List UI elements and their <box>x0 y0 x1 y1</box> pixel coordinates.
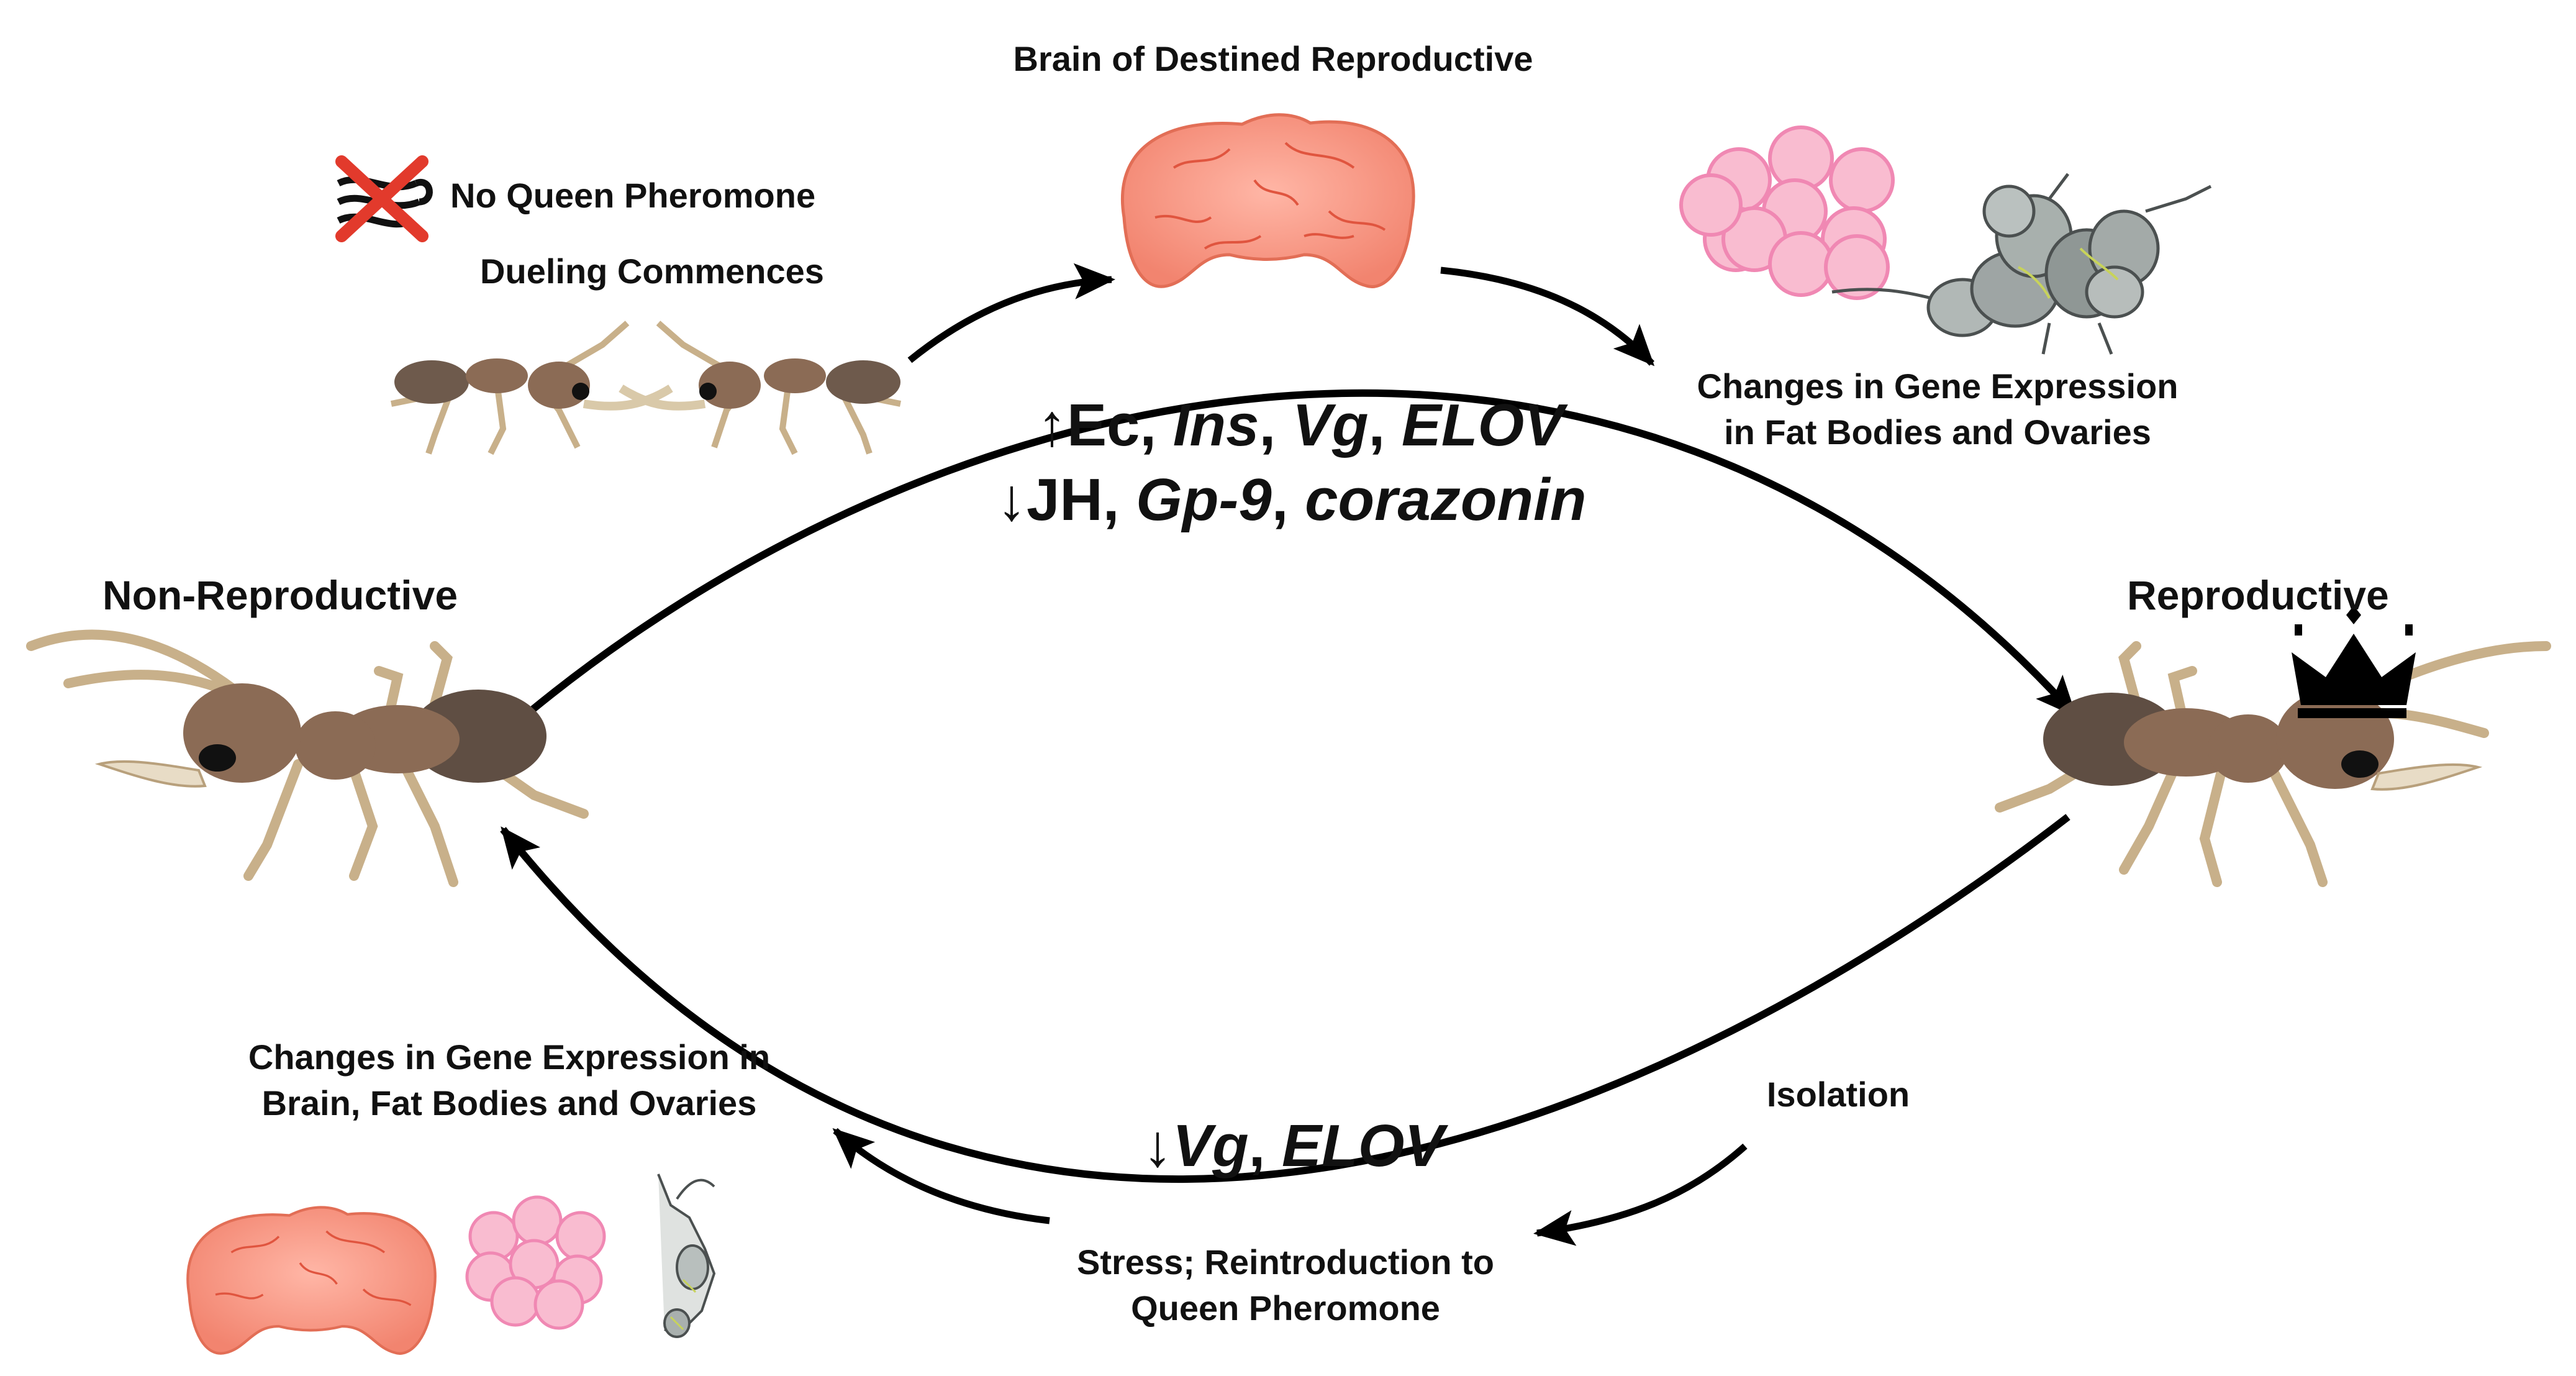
label-stress-line2: Queen Pheromone <box>1131 1288 1440 1328</box>
gene-upregulated: ↑Ec, Ins, Vg, ELOV <box>1037 391 1564 460</box>
separator: , <box>1140 392 1173 458</box>
down-arrow: ↓ <box>997 467 1027 533</box>
gene-downregulated-bottom: ↓Vg, ELOV <box>1143 1112 1444 1180</box>
gene-downregulated-top: ↓JH, Gp-9, corazonin <box>997 466 1586 534</box>
eggs-illustration-top <box>1679 125 1895 300</box>
label-brain-destined: Brain of Destined Reproductive <box>1013 39 1533 78</box>
ovary-illustration-top <box>1831 173 2212 355</box>
gene-gp9: Gp-9 <box>1136 467 1272 533</box>
label-changes-top: Changes in Gene Expression in Fat Bodies… <box>1664 363 2211 455</box>
gene-vg-bottom: Vg <box>1172 1113 1249 1179</box>
no-pheromone-icon <box>335 155 433 242</box>
label-isolation: Isolation <box>1766 1075 1910 1114</box>
brain-illustration-top <box>1121 113 1415 288</box>
arrow-from-brain <box>1440 267 1655 367</box>
separator: , <box>1368 392 1402 458</box>
arc-lower <box>500 814 2070 1183</box>
label-changes-top-line1: Changes in Gene Expression <box>1697 367 2179 406</box>
label-changes-bottom: Changes in Gene Expression in Brain, Fat… <box>224 1034 795 1126</box>
ant-reproductive <box>1995 641 2551 887</box>
arc-upper <box>513 389 2077 727</box>
label-dueling: Dueling Commences <box>480 252 824 291</box>
eggs-illustration-bottom <box>465 1195 606 1330</box>
arrow-isolation <box>1533 1143 1748 1246</box>
gene-elov: ELOV <box>1401 392 1564 458</box>
label-no-queen-pheromone: No Queen Pheromone <box>450 176 816 215</box>
separator: , <box>1259 392 1292 458</box>
label-stress-line1: Stress; Reintroduction to <box>1076 1242 1495 1282</box>
label-changes-top-line2: in Fat Bodies and Ovaries <box>1724 412 2151 452</box>
arrow-stress <box>832 1128 1050 1224</box>
gene-elov-bottom: ELOV <box>1282 1113 1444 1179</box>
dueling-ant-right <box>619 321 901 455</box>
dueling-ant-left <box>391 321 673 455</box>
separator: , <box>1271 467 1305 533</box>
label-non-reproductive: Non-Reproductive <box>102 572 458 618</box>
arrow-to-brain <box>907 263 1115 363</box>
gene-ec: Ec <box>1067 392 1140 458</box>
gene-ins: Ins <box>1172 392 1259 458</box>
label-stress: Stress; Reintroduction to Queen Pheromon… <box>1031 1239 1540 1331</box>
up-arrow: ↑ <box>1037 392 1067 458</box>
ant-non-reproductive <box>26 629 589 887</box>
gene-jh: JH <box>1027 467 1103 533</box>
separator: , <box>1102 467 1136 533</box>
separator: , <box>1248 1113 1282 1179</box>
gene-corazonin: corazonin <box>1305 467 1587 533</box>
ovary-illustration-bottom <box>657 1173 716 1338</box>
down-arrow-bottom: ↓ <box>1143 1113 1172 1179</box>
gene-vg: Vg <box>1292 392 1369 458</box>
brain-illustration-bottom <box>186 1206 437 1355</box>
crown-icon <box>2292 606 2416 718</box>
label-reproductive: Reproductive <box>2127 572 2389 618</box>
label-changes-bottom-line2: Brain, Fat Bodies and Ovaries <box>261 1083 757 1123</box>
label-changes-bottom-line1: Changes in Gene Expression in <box>248 1037 771 1077</box>
